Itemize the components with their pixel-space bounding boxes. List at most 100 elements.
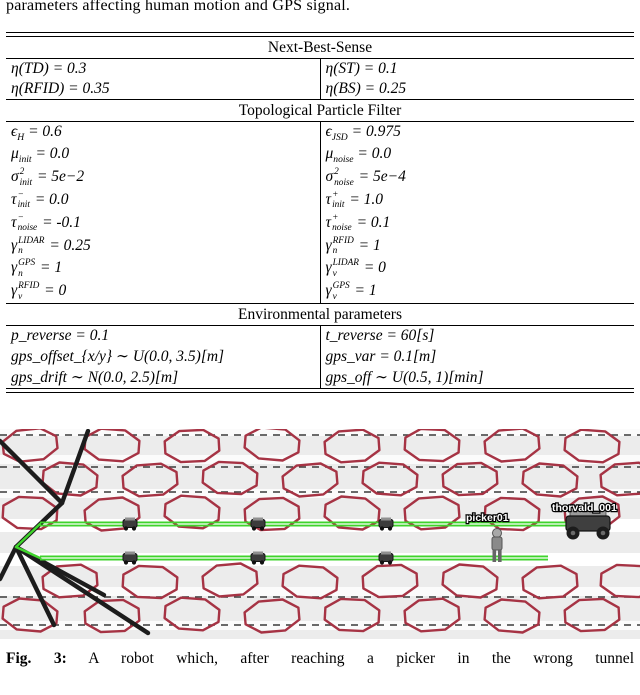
math-subscript: JSD <box>331 132 348 144</box>
math-text: μ <box>11 145 19 163</box>
small-robot-marker <box>122 517 138 531</box>
math-text: = 0 <box>359 259 386 277</box>
math-superscript: + <box>332 190 339 200</box>
plant-octagon <box>201 562 259 598</box>
math-text: γ <box>11 282 18 300</box>
plant-octagon <box>243 598 301 634</box>
math-superscript: GPS <box>332 281 350 292</box>
plant-octagon <box>121 462 179 498</box>
table-row: gps_offset_{x/y} ∼ U(0.0, 3.5)[m] gps_var… <box>6 346 634 368</box>
table-row: gps_drift ∼ N(0.0, 2.5)[m]gps_off ∼ U(0.… <box>6 367 634 389</box>
math-superscript: LIDAR <box>332 258 359 269</box>
math-text: = 1 <box>350 282 377 300</box>
table-section-header: Topological Particle Filter <box>238 101 402 119</box>
math-text: η(BS) = 0.25 <box>325 80 407 97</box>
math-superscript: GPS <box>18 258 36 269</box>
plant-octagon <box>403 597 461 633</box>
math-text: γ <box>325 236 332 254</box>
param-cell: η(ST) = 0.1 <box>319 58 634 79</box>
math-text: τ <box>11 190 17 208</box>
math-text: = 0 <box>40 282 67 300</box>
math-subscript: init <box>18 154 32 166</box>
param-cell: t_reverse = 60[s] <box>319 325 634 347</box>
thorvald-robot <box>565 510 611 540</box>
math-text: ϵ <box>11 123 18 140</box>
math-text: = 0.0 <box>353 145 392 163</box>
math-superscript: RFID <box>332 235 354 246</box>
plant-octagon <box>483 429 541 463</box>
math-text: t_reverse = 60[s] <box>325 327 435 345</box>
math-supsub-stack: −init <box>18 190 30 211</box>
math-text: gps_var = 0.1[m] <box>325 347 437 365</box>
math-text: = 0.0 <box>31 145 70 163</box>
math-subscript: init <box>19 177 33 188</box>
picker-figure <box>491 528 503 563</box>
param-cell: η(BS) = 0.25 <box>319 79 634 100</box>
math-superscript: LIDAR <box>18 235 45 246</box>
table-section-header: Next-Best-Sense <box>267 38 373 56</box>
math-text: = 1 <box>36 259 63 277</box>
math-text: = -0.1 <box>38 213 81 231</box>
math-subscript: noise <box>333 154 354 166</box>
plant-octagon <box>403 429 461 463</box>
math-text: τ <box>11 213 17 231</box>
plant-octagon <box>1 597 59 633</box>
plant-octagon <box>563 429 621 464</box>
math-superscript: + <box>332 212 339 223</box>
math-subscript: v <box>332 291 337 302</box>
math-subscript: noise <box>17 223 38 234</box>
plant-octagon <box>521 564 579 600</box>
math-superscript: − <box>17 212 24 223</box>
body-text-fragment: parameters affecting human motion and GP… <box>6 0 351 14</box>
math-text: ϵ <box>325 123 332 140</box>
plant-octagon <box>121 564 179 600</box>
caption-text: A robot which, after reaching a picker i… <box>66 650 634 668</box>
plant-octagon <box>403 495 461 531</box>
small-robot-marker <box>250 517 266 531</box>
plant-octagon <box>599 461 640 497</box>
math-text: τ <box>325 213 332 231</box>
param-cell: gps_var = 0.1[m] <box>319 346 634 368</box>
plant-octagon <box>281 462 339 498</box>
table-top-rule <box>6 32 634 37</box>
math-subscript: n <box>332 246 338 257</box>
caption-label: Fig. 3: <box>6 650 67 668</box>
math-text: = 0.6 <box>24 123 62 140</box>
math-text: gps_offset_{x/y} ∼ U(0.0, 3.5)[m] <box>11 348 225 366</box>
plant-octagon <box>441 563 499 599</box>
param-cell: ϵJSD = 0.975 <box>319 121 634 145</box>
plant-octagon <box>201 460 259 496</box>
plant-octagon <box>163 494 221 530</box>
math-text: = 0.25 <box>45 236 91 254</box>
plant-octagon <box>483 598 541 634</box>
plant-octagon <box>41 563 99 599</box>
small-robot-marker <box>378 517 394 531</box>
plant-octagon <box>361 461 419 497</box>
param-cell: τ−noise = -0.1 <box>6 212 320 235</box>
math-subscript: init <box>332 200 345 211</box>
plant-octagon <box>483 496 541 532</box>
small-robot-marker <box>378 551 394 565</box>
math-text: = 0.0 <box>30 190 69 208</box>
math-text: η(TD) = 0.3 <box>11 60 87 77</box>
plant-octagon <box>243 429 301 462</box>
math-text: gps_drift ∼ N(0.0, 2.5)[m] <box>11 369 179 387</box>
math-text: = 5e−4 <box>354 168 406 186</box>
math-subscript: n <box>18 268 23 279</box>
